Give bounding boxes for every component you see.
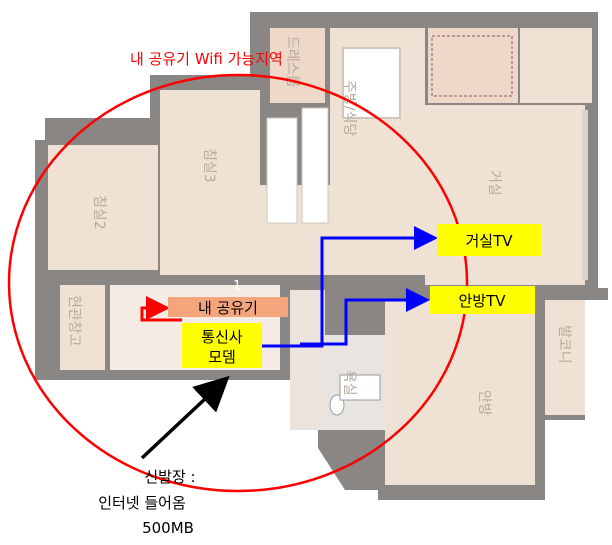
corridor-floor xyxy=(290,290,325,430)
dress-room-label: 드레스룸 xyxy=(284,36,300,88)
master-tv-label: 안방TV xyxy=(458,292,506,310)
master-tv-box xyxy=(430,286,535,314)
wifi-coverage-circle xyxy=(7,73,469,493)
internet-entry-arrow xyxy=(140,375,230,460)
modem-to-router-link xyxy=(140,296,182,322)
modem-label-line2: 모뎀 xyxy=(208,348,236,366)
hall-cabinet xyxy=(266,117,298,224)
utility-right-floor xyxy=(520,28,592,103)
master-label: 안방 xyxy=(476,390,492,416)
modem-box xyxy=(182,323,262,368)
shoe-storage-label: 현관창고 xyxy=(66,295,82,347)
router-label: 내 공유기 xyxy=(198,299,258,317)
living-label: 거실 xyxy=(486,170,502,196)
wifi-coverage-label: 내 공유기 Wifi 가능지역 xyxy=(130,50,283,68)
dress-room-floor xyxy=(270,28,325,103)
living-tv-label: 거실TV xyxy=(465,232,513,250)
room-top-left-label: 침실3 xyxy=(201,148,217,183)
entry-note-line3: 500MB xyxy=(142,519,194,537)
utility-floor xyxy=(428,28,518,103)
bath-sink xyxy=(339,374,381,401)
modem-to-living-tv-link xyxy=(262,226,438,348)
balcony-left-floor xyxy=(60,285,105,370)
kitchen-label: 주방/식당 xyxy=(341,80,357,136)
utility-marker xyxy=(431,35,513,97)
entry-note-line1: 신발장 : xyxy=(144,468,195,486)
modem-label-line1: 통신사 xyxy=(201,328,243,346)
room-number: 1 xyxy=(233,279,241,294)
kitchen-island xyxy=(301,107,329,224)
living-floor xyxy=(425,105,585,285)
balcony-label: 발코니 xyxy=(556,325,572,364)
master-floor xyxy=(385,300,535,485)
room-left-label: 침실2 xyxy=(91,195,107,230)
entry-note-line2: 인터넷 들어옴 xyxy=(98,494,186,512)
balcony-right-floor xyxy=(545,300,585,415)
modem-to-master-tv-link xyxy=(300,288,430,346)
kitchen-counter xyxy=(342,47,401,119)
living-tv-box xyxy=(437,224,541,256)
router-box xyxy=(168,297,288,317)
window-strip xyxy=(582,110,588,280)
bath-label: 욕실 xyxy=(341,370,357,396)
room-left-floor xyxy=(48,145,158,270)
